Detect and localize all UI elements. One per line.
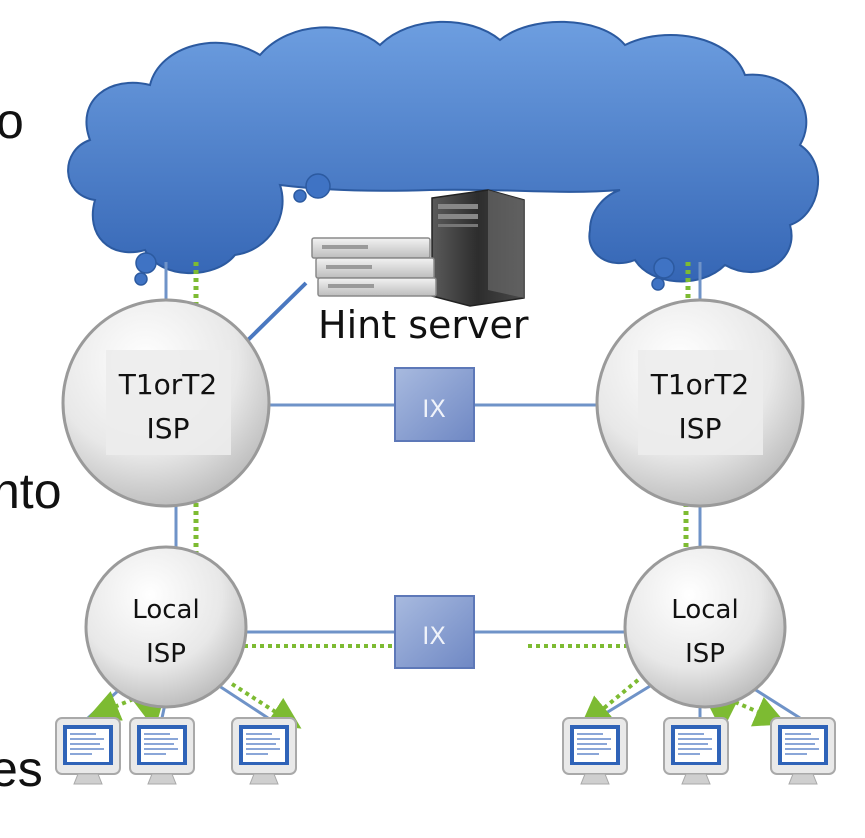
client-monitor-icon	[55, 717, 121, 785]
hint-server-label: Hint server	[318, 303, 529, 347]
local-isp-node-left: Local ISP	[84, 545, 248, 709]
internet-cloud	[67, 20, 819, 291]
client-monitor-icon	[770, 717, 836, 785]
isp-tier-left-line1: T1orT2	[118, 368, 217, 401]
isp-tier-left-line2: ISP	[147, 412, 190, 445]
local-isp-left-line2: ISP	[146, 639, 186, 669]
isp-tier-right-line2: ISP	[679, 412, 722, 445]
server-tower-icon	[431, 189, 525, 307]
client-monitor-icon	[129, 717, 195, 785]
client-monitor-icon	[663, 717, 729, 785]
clipped-text-line-3: es	[0, 741, 43, 797]
ix-bottom-label: IX	[422, 622, 446, 650]
ix-exchange-top: IX	[394, 367, 475, 442]
clipped-text-line-2: nto	[0, 463, 62, 519]
isp-node-tier-right: T1orT2 ISP	[595, 298, 805, 508]
hint-server: Hint server	[311, 189, 529, 347]
client-monitor-icon	[231, 717, 297, 785]
local-isp-node-right: Local ISP	[623, 545, 787, 709]
isp-node-tier-left: T1orT2 ISP	[61, 298, 271, 508]
clipped-text-line-1: o	[0, 93, 24, 149]
local-isp-right-line1: Local	[671, 595, 738, 625]
local-isp-right-line2: ISP	[685, 639, 725, 669]
link-hint-server	[246, 281, 308, 342]
local-isp-left-line1: Local	[132, 595, 199, 625]
server-rack-icon	[311, 237, 437, 297]
isp-tier-right-line1: T1orT2	[650, 368, 749, 401]
ix-exchange-bottom: IX	[394, 595, 475, 669]
client-monitor-icon	[562, 717, 628, 785]
ix-top-label: IX	[422, 395, 446, 423]
